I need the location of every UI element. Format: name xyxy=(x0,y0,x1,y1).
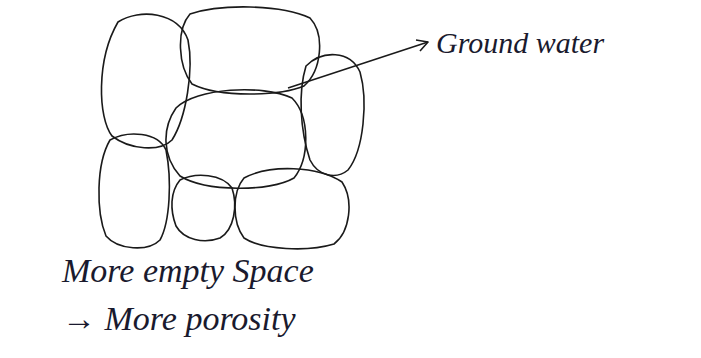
leader-line xyxy=(288,42,428,88)
grain xyxy=(166,90,306,189)
grain xyxy=(235,169,349,249)
callout-label: Ground water xyxy=(436,26,604,59)
note-text: → More porosity xyxy=(62,300,296,337)
grain xyxy=(101,14,190,148)
grain xyxy=(180,7,319,94)
leader-arrowhead xyxy=(416,40,428,51)
grain xyxy=(172,175,235,240)
note-text: More empty Space xyxy=(62,252,314,289)
grain xyxy=(99,134,169,248)
